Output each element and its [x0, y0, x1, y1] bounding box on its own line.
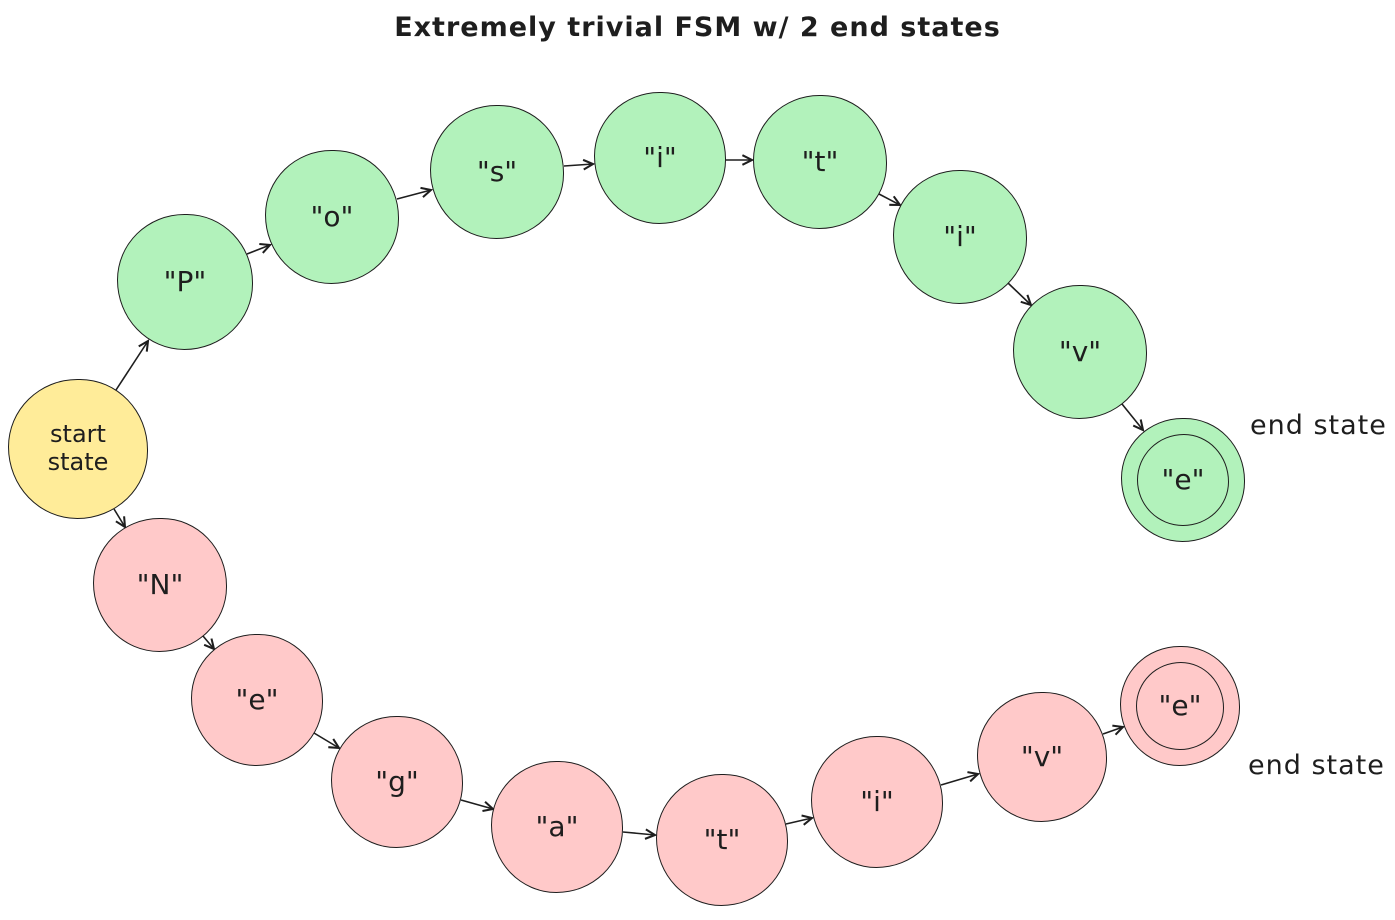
arrow-v-to-e: [1121, 403, 1145, 432]
arrow-i-to-v: [1007, 282, 1033, 307]
arrow-i-to-v-neg: [940, 771, 981, 786]
arrow-start-to-N: [113, 508, 127, 529]
state-label: "s": [476, 154, 518, 188]
end-state-node-e-positive: "e": [1121, 418, 1245, 542]
state-node-s: "s": [430, 105, 564, 239]
state-label: "e": [1158, 688, 1202, 722]
diagram-title: Extremely trivial FSM w/ 2 end states: [394, 12, 1001, 43]
state-node-i-2: "i": [893, 170, 1027, 304]
state-node-N: "N": [93, 518, 227, 652]
state-label: "i": [643, 140, 677, 174]
state-node-a: "a": [491, 761, 623, 893]
state-label: "t": [703, 822, 741, 856]
state-node-P: "P": [117, 214, 253, 350]
end-state-node-e-negative: "e": [1120, 646, 1240, 766]
state-label: "o": [310, 199, 354, 233]
arrow-e-to-g: [313, 732, 341, 750]
arrow-t-to-i: [878, 193, 903, 207]
state-label: "a": [535, 809, 579, 843]
state-label: "i": [860, 784, 894, 818]
state-label: "i": [943, 219, 977, 253]
state-label: "g": [375, 764, 419, 798]
start-state-label: start state: [47, 420, 109, 476]
state-label: "v": [1020, 739, 1064, 773]
start-state-node: start state: [8, 379, 148, 519]
state-node-g: "g": [331, 716, 463, 848]
arrow-P-to-o: [246, 243, 273, 255]
arrow-start-to-P: [115, 339, 150, 391]
arrow-v-to-e-neg: [1102, 724, 1126, 736]
state-node-o: "o": [265, 150, 399, 284]
state-node-e-1: "e": [191, 634, 323, 766]
state-node-v: "v": [1013, 285, 1147, 419]
arrow-N-to-e: [202, 635, 216, 651]
state-label: "N": [136, 567, 184, 601]
state-label: "v": [1058, 334, 1102, 368]
arrow-o-to-s: [396, 186, 434, 200]
state-label: "e": [235, 682, 279, 716]
arrow-g-to-a: [460, 799, 496, 813]
end-state-caption-negative: end state: [1248, 750, 1385, 781]
state-node-t-neg: "t": [656, 774, 788, 906]
state-node-i-1: "i": [594, 92, 726, 224]
arrow-a-to-t: [622, 828, 658, 840]
state-node-t: "t": [753, 95, 887, 229]
state-node-i-neg: "i": [811, 736, 943, 868]
state-label: "e": [1161, 462, 1205, 496]
state-node-v-neg: "v": [977, 692, 1107, 822]
arrow-t-to-i-neg: [785, 814, 815, 826]
state-label: "P": [163, 264, 207, 298]
end-state-caption-positive: end state: [1250, 410, 1387, 441]
state-label: "t": [801, 144, 839, 178]
arrow-s-to-i: [563, 158, 596, 171]
